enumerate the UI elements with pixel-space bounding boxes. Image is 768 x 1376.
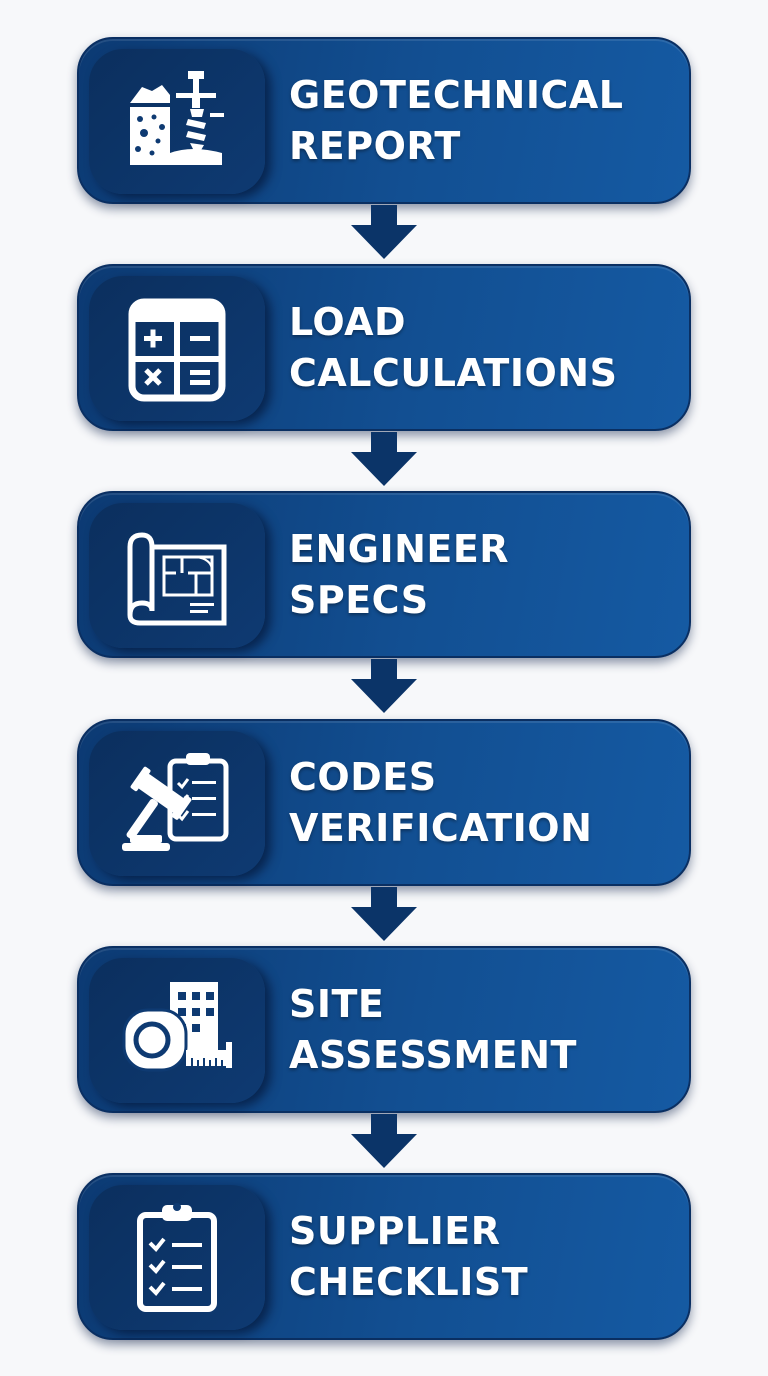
step-label-text: ENGINEER SPECS bbox=[289, 524, 509, 626]
step-label-line2: ASSESSMENT bbox=[289, 1032, 577, 1077]
soil-drill-icon bbox=[89, 49, 265, 194]
step-label-line2: SPECS bbox=[289, 577, 429, 622]
calculator-icon bbox=[89, 276, 265, 421]
down-arrow-icon bbox=[351, 887, 417, 941]
step-label-line1: GEOTECHNICAL bbox=[289, 72, 624, 117]
step-label: ENGINEER SPECS bbox=[289, 493, 509, 656]
step-label-line2: REPORT bbox=[289, 123, 461, 168]
calculator-icon-graphic bbox=[128, 298, 226, 401]
step-supplier-checklist: SUPPLIER CHECKLIST bbox=[77, 1173, 691, 1340]
step-label-line2: VERIFICATION bbox=[289, 805, 593, 850]
down-arrow-icon bbox=[351, 1114, 417, 1168]
down-arrow-icon bbox=[351, 432, 417, 486]
clipboard-checklist-icon-graphic bbox=[137, 1202, 217, 1312]
step-label-text: GEOTECHNICAL REPORT bbox=[289, 70, 623, 172]
step-label: SITE ASSESSMENT bbox=[289, 948, 577, 1111]
step-label-text: LOAD CALCULATIONS bbox=[289, 297, 617, 399]
step-label-line1: LOAD bbox=[289, 299, 407, 344]
step-label: SUPPLIER CHECKLIST bbox=[289, 1175, 528, 1338]
blueprint-icon bbox=[89, 503, 265, 648]
step-label-line1: SITE bbox=[289, 981, 385, 1026]
step-label-line1: SUPPLIER bbox=[289, 1208, 501, 1253]
gavel-checklist-icon bbox=[89, 731, 265, 876]
tape-measure-building-icon bbox=[89, 958, 265, 1103]
soil-drill-icon-graphic bbox=[130, 70, 224, 165]
step-engineer-specs: ENGINEER SPECS bbox=[77, 491, 691, 658]
step-label-line2: CALCULATIONS bbox=[289, 350, 618, 395]
step-geotechnical-report: GEOTECHNICAL REPORT bbox=[77, 37, 691, 204]
step-label: LOAD CALCULATIONS bbox=[289, 266, 617, 429]
step-site-assessment: SITE ASSESSMENT bbox=[77, 946, 691, 1113]
down-arrow-icon bbox=[351, 205, 417, 259]
step-label: CODES VERIFICATION bbox=[289, 721, 592, 884]
step-codes-verification: CODES VERIFICATION bbox=[77, 719, 691, 886]
step-label-text: CODES VERIFICATION bbox=[289, 752, 592, 854]
step-label-line1: ENGINEER bbox=[289, 526, 510, 571]
step-label-line1: CODES bbox=[289, 754, 437, 799]
gavel-checklist-icon-graphic bbox=[122, 752, 229, 851]
tape-measure-building-icon-graphic bbox=[122, 981, 232, 1071]
blueprint-icon-graphic bbox=[127, 532, 227, 625]
step-load-calculations: LOAD CALCULATIONS bbox=[77, 264, 691, 431]
step-label-line2: CHECKLIST bbox=[289, 1259, 529, 1304]
clipboard-checklist-icon bbox=[89, 1185, 265, 1330]
down-arrow-icon bbox=[351, 659, 417, 713]
step-label-text: SUPPLIER CHECKLIST bbox=[289, 1206, 528, 1308]
step-label: GEOTECHNICAL REPORT bbox=[289, 39, 623, 202]
step-label-text: SITE ASSESSMENT bbox=[289, 979, 577, 1081]
